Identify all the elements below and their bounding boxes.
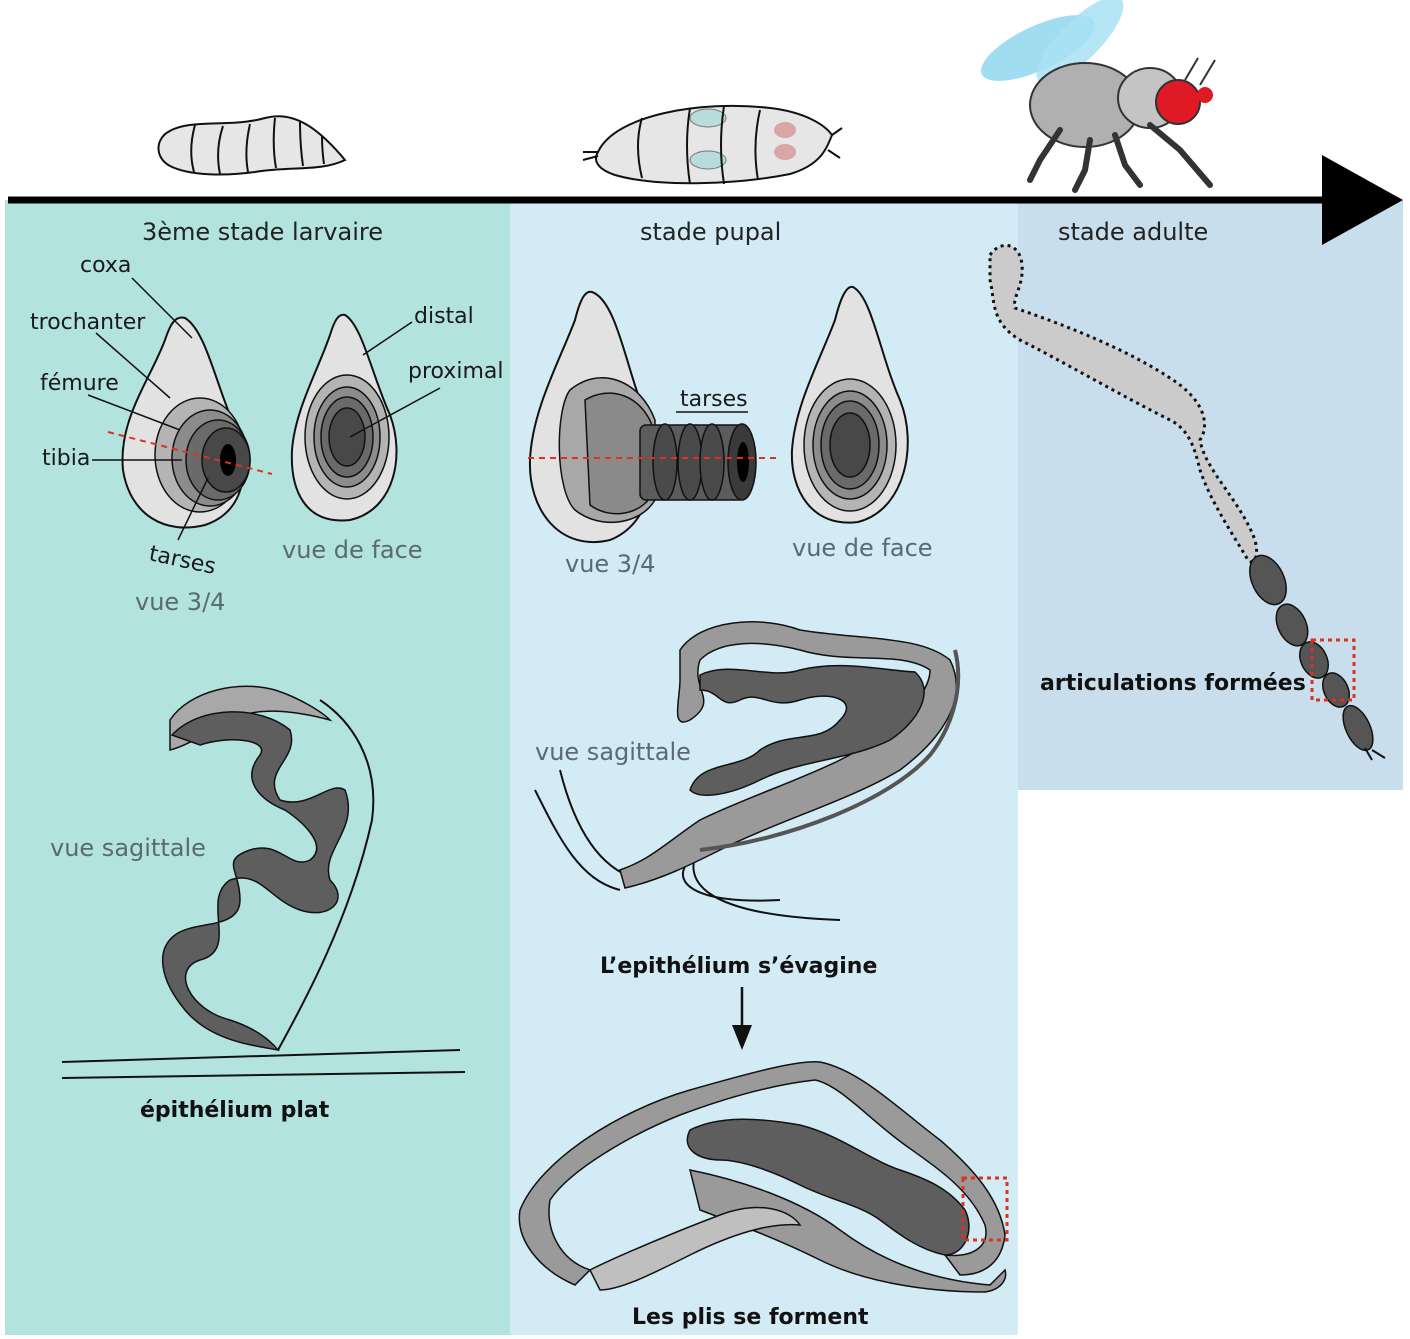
adult-fly-icon — [973, 0, 1215, 190]
label-trochanter: trochanter — [30, 310, 146, 335]
caption-epithelium-plat: épithélium plat — [140, 1098, 330, 1123]
label-distal: distal — [414, 304, 474, 329]
label-tibia: tibia — [42, 446, 90, 471]
label-coxa: coxa — [80, 253, 131, 278]
label-view-34-larval: vue 3/4 — [135, 588, 225, 616]
stage-title-larval: 3ème stade larvaire — [142, 218, 383, 246]
label-view-34-pupal: vue 3/4 — [565, 550, 655, 578]
stage-title-adult: stade adulte — [1058, 218, 1208, 246]
label-view-face-pupal: vue de face — [792, 534, 933, 562]
label-view-face-larval: vue de face — [282, 536, 423, 564]
caption-plis-forment: Les plis se forment — [632, 1305, 869, 1330]
caption-articulations: articulations formées — [1040, 671, 1306, 696]
label-sagittal-larval: vue sagittale — [50, 834, 206, 862]
label-tarses-pupal: tarses — [680, 387, 748, 412]
stage-title-pupal: stade pupal — [640, 218, 781, 246]
label-proximal: proximal — [408, 359, 503, 384]
caption-epithelium-evagine: L’epithélium s’évagine — [600, 954, 877, 979]
pupa-icon — [583, 106, 842, 184]
label-sagittal-pupal: vue sagittale — [535, 738, 691, 766]
label-femure: fémure — [40, 371, 119, 396]
larva-icon — [158, 116, 345, 174]
